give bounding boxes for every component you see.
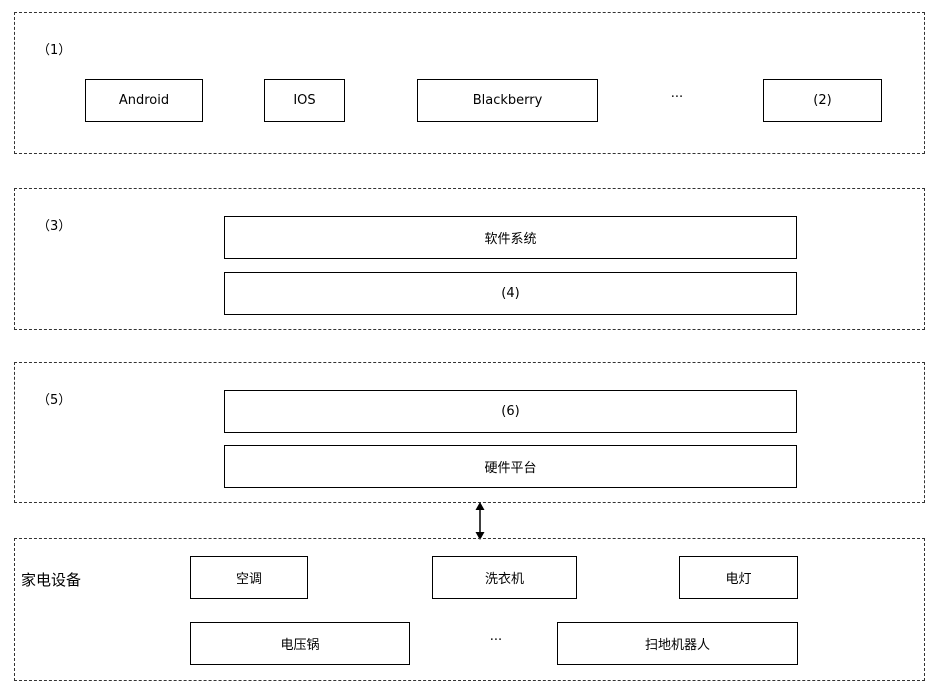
layer-5-label: （5） (37, 393, 72, 408)
blackberry-box: Blackberry (417, 79, 598, 122)
layer-3-label: （3） (37, 219, 72, 234)
air-conditioner-box: 空调 (190, 556, 308, 599)
placeholder-4-box: (4) (224, 272, 797, 315)
pressure-cooker-box: 电压锅 (190, 622, 410, 665)
robot-vacuum-box: 扫地机器人 (557, 622, 798, 665)
appliances-ellipsis: ··· (489, 633, 503, 648)
ios-box: IOS (264, 79, 345, 122)
appliances-label: 家电设备 (21, 571, 82, 589)
layer-1-ellipsis: ··· (670, 90, 684, 105)
layer-1-label: （1） (37, 43, 72, 58)
layer-5-container: （5） (6) 硬件平台 (14, 362, 925, 503)
layer-1-container: （1） Android IOS Blackberry ··· (2) (14, 12, 925, 154)
appliances-container: 家电设备 空调 洗衣机 电灯 电压锅 ··· 扫地机器人 (14, 538, 925, 681)
android-box: Android (85, 79, 203, 122)
lamp-box: 电灯 (679, 556, 798, 599)
layer-3-container: （3） 软件系统 (4) (14, 188, 925, 330)
bidirectional-arrow-icon (475, 502, 485, 540)
software-system-box: 软件系统 (224, 216, 797, 259)
hardware-platform-box: 硬件平台 (224, 445, 797, 488)
placeholder-2-box: (2) (763, 79, 882, 122)
placeholder-6-box: (6) (224, 390, 797, 433)
washing-machine-box: 洗衣机 (432, 556, 577, 599)
